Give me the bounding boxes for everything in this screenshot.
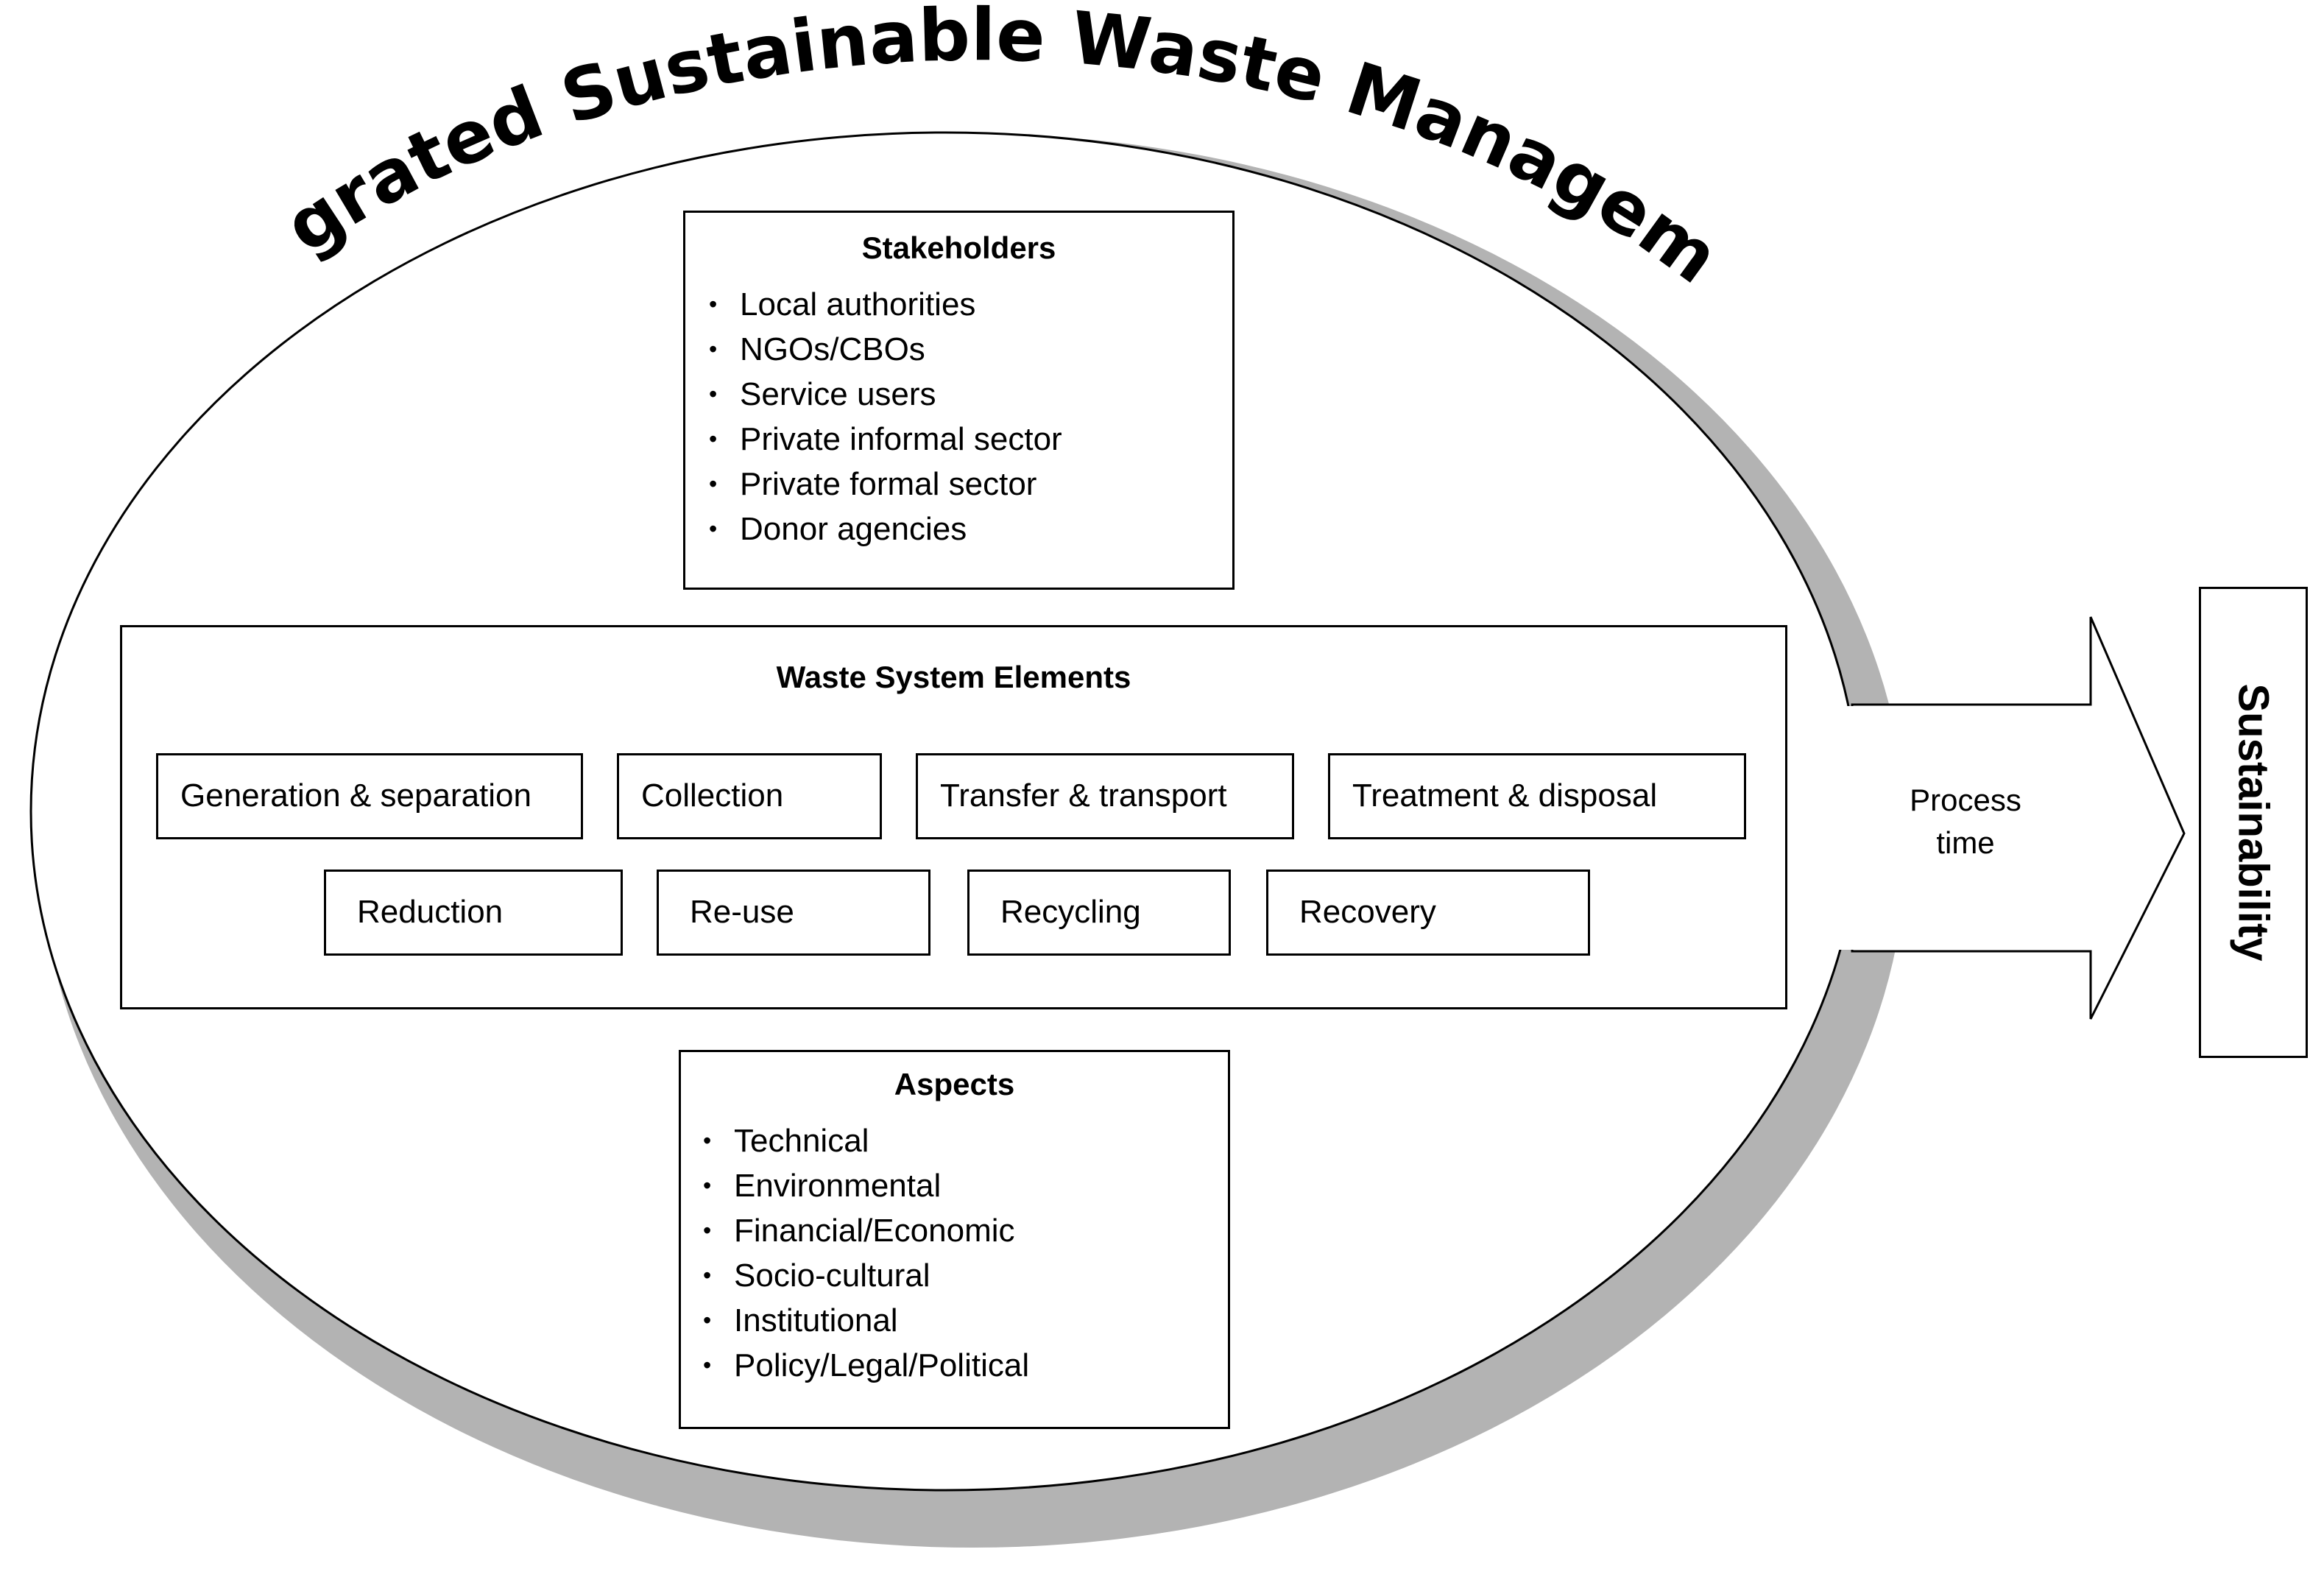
element-treatment-disposal: Treatment & disposal bbox=[1328, 753, 1746, 839]
aspects-box: Aspects Technical Environmental Financia… bbox=[679, 1050, 1230, 1429]
process-arrow bbox=[1851, 616, 2186, 1020]
list-item: Financial/Economic bbox=[699, 1208, 1029, 1253]
list-item: Donor agencies bbox=[704, 507, 1062, 551]
sustainability-box: Sustainability bbox=[2199, 587, 2308, 1058]
element-generation-separation: Generation & separation bbox=[156, 753, 583, 839]
list-item: Technical bbox=[699, 1118, 1029, 1163]
aspects-title: Aspects bbox=[894, 1067, 1015, 1101]
list-item: Service users bbox=[704, 372, 1062, 417]
element-transfer-transport: Transfer & transport bbox=[916, 753, 1294, 839]
list-item: NGOs/CBOs bbox=[704, 327, 1062, 372]
element-reduction: Reduction bbox=[324, 870, 623, 956]
arrow-join bbox=[1781, 706, 1855, 950]
stakeholders-list: Local authorities NGOs/CBOs Service user… bbox=[704, 282, 1062, 551]
list-item: Private formal sector bbox=[704, 462, 1062, 507]
list-item: Socio-cultural bbox=[699, 1253, 1029, 1298]
waste-system-title: Waste System Elements bbox=[776, 660, 1131, 694]
element-recycling: Recycling bbox=[967, 870, 1231, 956]
list-item: Policy/Legal/Political bbox=[699, 1343, 1029, 1388]
stakeholders-box: Stakeholders Local authorities NGOs/CBOs… bbox=[683, 211, 1235, 590]
element-recovery: Recovery bbox=[1266, 870, 1590, 956]
list-item: Environmental bbox=[699, 1163, 1029, 1208]
stakeholders-title: Stakeholders bbox=[861, 230, 1056, 265]
list-item: Institutional bbox=[699, 1298, 1029, 1343]
element-collection: Collection bbox=[617, 753, 882, 839]
element-re-use: Re-use bbox=[657, 870, 930, 956]
list-item: Local authorities bbox=[704, 282, 1062, 327]
list-item: Private informal sector bbox=[704, 417, 1062, 462]
sustainability-label: Sustainability bbox=[2229, 683, 2278, 962]
aspects-list: Technical Environmental Financial/Econom… bbox=[699, 1118, 1029, 1388]
